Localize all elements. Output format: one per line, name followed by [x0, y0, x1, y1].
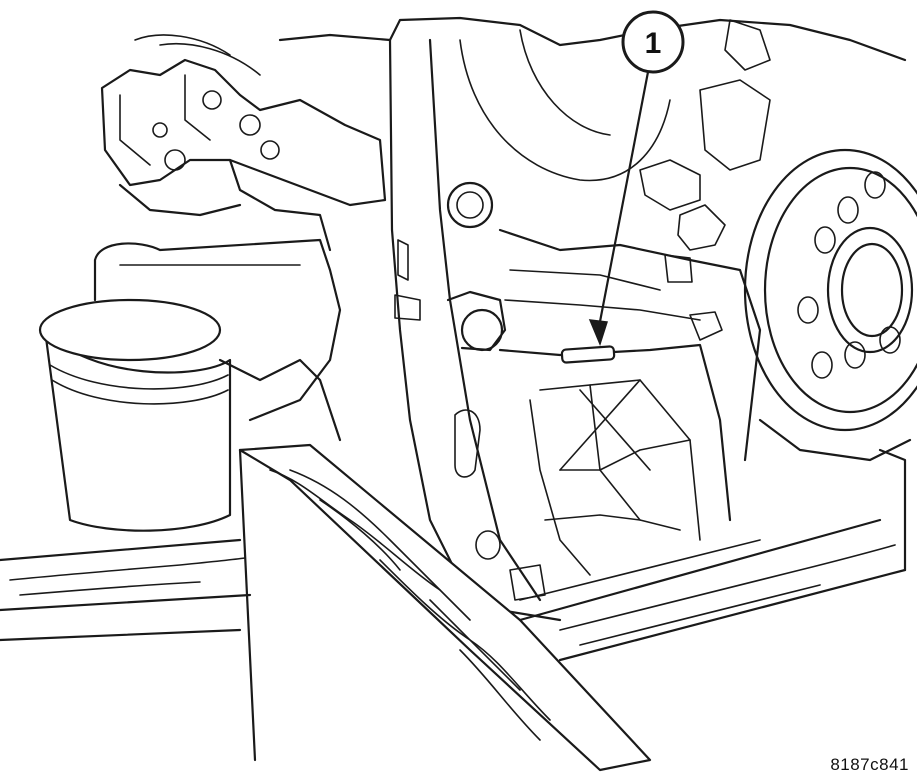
block-ribs [454, 19, 771, 601]
callout-circle [621, 10, 685, 74]
work-bench [0, 443, 907, 772]
callout-arrowhead [588, 319, 608, 347]
callout-number: 1 [645, 27, 662, 60]
oil-filter [38, 238, 342, 532]
callout-1: 1 [588, 10, 685, 347]
figure-id: 8187c841 [830, 755, 909, 774]
crankshaft-flange [743, 148, 917, 462]
identification-mark [560, 345, 616, 364]
upper-bracket-assembly [100, 34, 387, 252]
